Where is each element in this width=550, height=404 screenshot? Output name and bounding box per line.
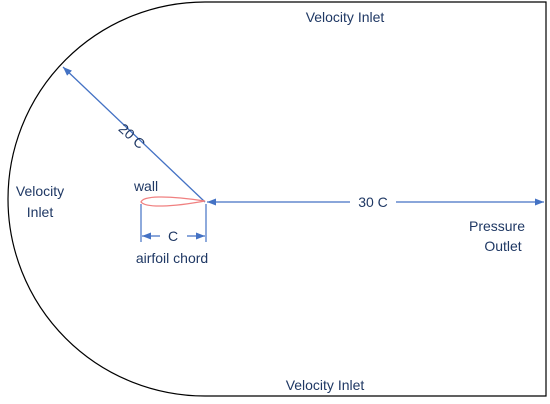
label-left-inlet-line1: Velocity — [16, 183, 64, 199]
downstream-label-bg — [350, 192, 396, 212]
label-outlet-line2: Outlet — [484, 238, 521, 254]
label-downstream: 30 C — [358, 194, 388, 210]
label-outlet-line1: Pressure — [469, 218, 525, 234]
domain-boundary — [7, 1, 547, 397]
label-left-inlet-line2: Inlet — [27, 204, 54, 220]
label-bottom-inlet: Velocity Inlet — [286, 377, 365, 393]
airfoil-shape — [140, 196, 206, 207]
label-top-inlet: Velocity Inlet — [306, 9, 385, 25]
label-radius: 20 C — [116, 120, 149, 152]
radius-dimension-line — [62, 66, 206, 203]
label-chord-symbol: C — [168, 228, 178, 244]
label-chord-caption: airfoil chord — [136, 250, 208, 266]
label-wall: wall — [133, 178, 158, 194]
